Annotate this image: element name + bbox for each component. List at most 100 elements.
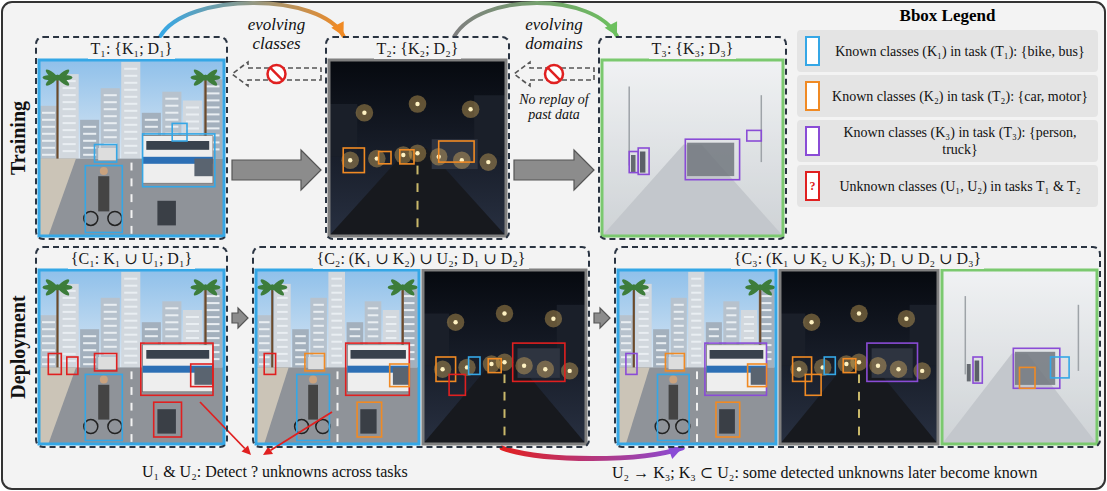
drawing-rect bbox=[474, 95, 506, 157]
prohibited-slash bbox=[548, 68, 561, 81]
drawing-rect bbox=[696, 371, 698, 379]
drawing-rect bbox=[63, 129, 76, 131]
drawing-rect bbox=[308, 385, 318, 420]
drawing-circle bbox=[857, 311, 861, 315]
legend-title-slot: Bbox Legend bbox=[795, 5, 1100, 27]
drawing-rect bbox=[843, 359, 856, 373]
drawing-rect bbox=[331, 320, 342, 322]
drawing-rect bbox=[98, 385, 109, 420]
drawing-rect bbox=[343, 148, 364, 173]
drawing-rect bbox=[347, 345, 409, 392]
drawing-rect bbox=[95, 354, 117, 371]
drawing-rect bbox=[858, 392, 860, 401]
drawing-rect bbox=[793, 357, 812, 381]
connector bbox=[232, 308, 248, 328]
drawing-rect bbox=[824, 357, 835, 374]
legend-text: Known classes (K₂) in task (T₂): {car, m… bbox=[830, 88, 1090, 105]
drawing-rect bbox=[404, 323, 415, 325]
arrow-head bbox=[331, 21, 343, 36]
drawing-rect bbox=[42, 349, 55, 351]
drawing-rect bbox=[328, 272, 345, 368]
drawing-circle bbox=[797, 367, 801, 371]
drawing-rect bbox=[124, 299, 137, 301]
drawing-rect bbox=[417, 201, 419, 210]
drawing-circle bbox=[486, 160, 490, 164]
drawing-rect bbox=[98, 357, 117, 369]
edge-label: evolving domains bbox=[514, 16, 594, 53]
drawing-rect bbox=[688, 272, 704, 368]
drawing-circle bbox=[468, 107, 472, 111]
drawing-rect bbox=[95, 145, 117, 163]
drawing-rect bbox=[691, 341, 701, 343]
drawing-circle bbox=[803, 314, 820, 331]
drawing-rect bbox=[691, 355, 701, 357]
drawing-circle bbox=[920, 369, 924, 373]
drawing-rect bbox=[691, 348, 701, 350]
connector bbox=[594, 308, 610, 328]
drawing-rect bbox=[744, 323, 754, 325]
drawing-rect bbox=[313, 311, 324, 313]
drawing-rect bbox=[709, 328, 719, 330]
drawing-g bbox=[256, 270, 419, 444]
drawing-ellipse bbox=[400, 278, 416, 292]
drawing-rect bbox=[63, 325, 76, 327]
drawing-rect bbox=[1020, 367, 1036, 388]
drawing-rect bbox=[146, 141, 209, 150]
drawing-rect bbox=[331, 355, 342, 357]
drawing-rect bbox=[744, 337, 754, 339]
drawing-rect bbox=[404, 309, 415, 311]
drawing-rect bbox=[48, 354, 61, 375]
flow-arrow bbox=[514, 150, 594, 190]
connector bbox=[514, 150, 594, 190]
drawing-polygon bbox=[618, 367, 650, 444]
drawing-rect bbox=[143, 136, 213, 184]
drawing-rect bbox=[329, 60, 506, 236]
drawing-g bbox=[39, 60, 224, 236]
drawing-rect bbox=[124, 292, 137, 294]
edge-label: evolving classes bbox=[237, 16, 317, 53]
drawing-circle bbox=[502, 360, 506, 364]
drawing-rect bbox=[63, 108, 76, 110]
drawing-rect bbox=[256, 367, 419, 444]
drawing-rect bbox=[618, 270, 776, 444]
drawing-rect bbox=[658, 374, 690, 440]
drawing-circle bbox=[669, 376, 677, 384]
drawing-rect bbox=[744, 316, 754, 318]
drawing-rect bbox=[674, 332, 684, 334]
drawing-rect bbox=[602, 60, 783, 236]
drawing-rect bbox=[488, 359, 501, 373]
drawing-rect bbox=[691, 320, 701, 322]
task-panel: {C₁: K₁ ∪ U₁; D₁} bbox=[35, 246, 228, 448]
drawing-rect bbox=[63, 297, 76, 299]
drawing-rect bbox=[131, 418, 133, 426]
drawing-rect bbox=[39, 367, 224, 444]
drawing-rect bbox=[626, 354, 637, 375]
drawing-rect bbox=[277, 297, 288, 299]
drawing-rect bbox=[63, 115, 76, 117]
drawing-circle bbox=[545, 310, 562, 327]
drawing-rect bbox=[513, 343, 565, 381]
drawing-rect bbox=[1051, 357, 1070, 378]
row-label: Deployment bbox=[7, 295, 30, 398]
drawing-rect bbox=[942, 270, 1097, 444]
drawing-rect bbox=[186, 114, 199, 116]
drawing-rect bbox=[39, 60, 224, 236]
drawing-rect bbox=[277, 318, 288, 320]
drawing-rect bbox=[696, 387, 698, 395]
drawing-polygon bbox=[242, 445, 252, 455]
drawing-rect bbox=[656, 335, 666, 337]
drawing-rect bbox=[748, 364, 767, 387]
drawing-rect bbox=[669, 357, 685, 369]
drawing-rect bbox=[639, 346, 649, 348]
drawing-rect bbox=[669, 385, 679, 420]
drawing-rect bbox=[368, 307, 379, 309]
drawing-rect bbox=[186, 107, 199, 109]
drawing-rect bbox=[295, 349, 306, 351]
drawing-rect bbox=[639, 318, 649, 320]
unknown-mark: ? bbox=[810, 179, 816, 194]
drawing-rect bbox=[83, 133, 96, 135]
drawing-rect bbox=[131, 194, 133, 202]
drawing-rect bbox=[131, 210, 133, 218]
drawing-rect bbox=[124, 75, 137, 77]
